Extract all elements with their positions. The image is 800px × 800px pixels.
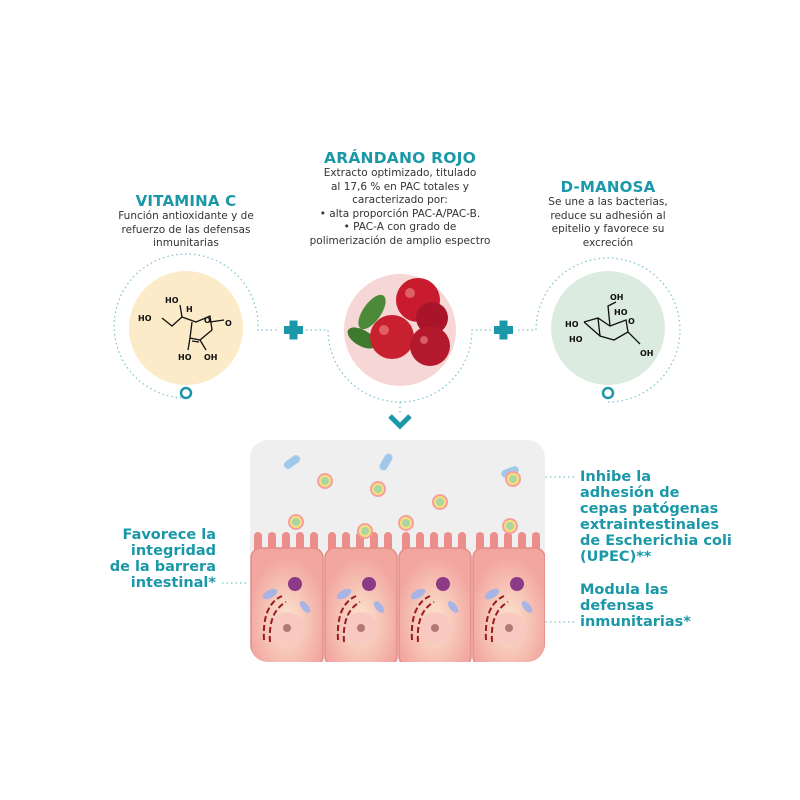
golgi-apparatus	[362, 577, 376, 591]
manose-ring	[518, 257, 681, 403]
intestinal-epithelium-illustration	[250, 440, 545, 662]
molecule-label: O	[628, 317, 635, 326]
vitamin-c-molecule-icon	[161, 304, 225, 351]
pac-particle	[361, 527, 369, 535]
molecule-label: OH	[610, 293, 624, 302]
pac-particle	[402, 519, 410, 527]
mitochondrion	[262, 588, 278, 600]
d-manose-molecule-icon	[583, 301, 641, 345]
nucleolus	[431, 624, 439, 632]
molecule-label: HO	[165, 296, 179, 305]
claim-immune-modulation: Modula las defensas inmunitarias*	[580, 582, 691, 630]
epithelial-cell	[324, 547, 398, 662]
mitochondrion	[373, 601, 385, 613]
d-manose-title: D-MANOSA	[560, 178, 656, 196]
vitamin-c-title: VITAMINA C	[135, 192, 237, 210]
claim-inhibit-adhesion: Inhibe la adhesión de cepas patógenas ex…	[580, 469, 732, 565]
molecule-label: HO	[614, 308, 628, 317]
pac-particle	[374, 485, 382, 493]
pac-particle	[509, 475, 517, 483]
d-manose-block: D-MANOSA Se une a las bacterias, reduce …	[528, 178, 688, 250]
endoplasmic-reticulum	[410, 595, 435, 643]
plus-icon	[284, 320, 303, 340]
golgi-apparatus	[436, 577, 450, 591]
nucleolus	[505, 624, 513, 632]
molecule-label: OH	[640, 349, 654, 358]
ring-marker-icon	[179, 386, 193, 400]
cranberry-image	[347, 278, 450, 366]
nucleolus	[357, 624, 365, 632]
endoplasmic-reticulum	[484, 595, 509, 643]
bacterium	[283, 455, 301, 469]
cranberry-description: Extracto optimizado, titulado al 17,6 % …	[309, 167, 491, 247]
mitochondrion	[521, 601, 533, 613]
ring-marker-icon	[601, 386, 615, 400]
cranberry-title: ARÁNDANO ROJO	[324, 149, 476, 167]
claim-barrier-integrity: Favorece la integridad de la barrera int…	[109, 527, 216, 591]
molecule-label: OH	[204, 353, 218, 362]
epithelial-cell	[250, 547, 324, 662]
bacterium	[379, 453, 393, 471]
manose-circle	[551, 271, 665, 385]
molecule-label: HO	[178, 353, 192, 362]
endoplasmic-reticulum	[336, 595, 361, 643]
pac-particle	[436, 498, 444, 506]
pac-particle	[292, 518, 300, 526]
pac-particle	[321, 477, 329, 485]
vitamin-c-block: VITAMINA C Función antioxidante y de ref…	[96, 192, 276, 251]
molecule-label: HO	[569, 335, 583, 344]
molecule-label: H	[186, 305, 193, 314]
cranberry-block: ARÁNDANO ROJO Extracto optimizado, titul…	[295, 149, 505, 248]
endoplasmic-reticulum	[262, 595, 287, 643]
mitochondrion	[299, 601, 311, 613]
golgi-apparatus	[288, 577, 302, 591]
epithelial-cell	[398, 547, 472, 662]
dotted-connectors	[113, 253, 681, 623]
mitochondrion	[410, 588, 426, 600]
golgi-apparatus	[510, 577, 524, 591]
epithelial-cell	[472, 547, 545, 662]
pac-particle	[506, 522, 514, 530]
vitamin-c-description: Función antioxidante y de refuerzo de la…	[118, 210, 254, 249]
mitochondrion	[484, 588, 500, 600]
chevron-down-icon	[388, 414, 412, 430]
vitamin-c-circle	[129, 271, 243, 385]
nucleolus	[283, 624, 291, 632]
molecule-label: O	[225, 319, 232, 328]
molecule-label: HO	[138, 314, 152, 323]
mitochondrion	[447, 601, 459, 613]
plus-icon	[494, 320, 513, 340]
molecule-label: O	[204, 316, 211, 325]
d-manose-description: Se une a las bacterias, reduce su adhesi…	[548, 196, 668, 249]
cranberry-ring	[306, 329, 492, 403]
mitochondrion	[336, 588, 352, 600]
molecule-label: HO	[565, 320, 579, 329]
